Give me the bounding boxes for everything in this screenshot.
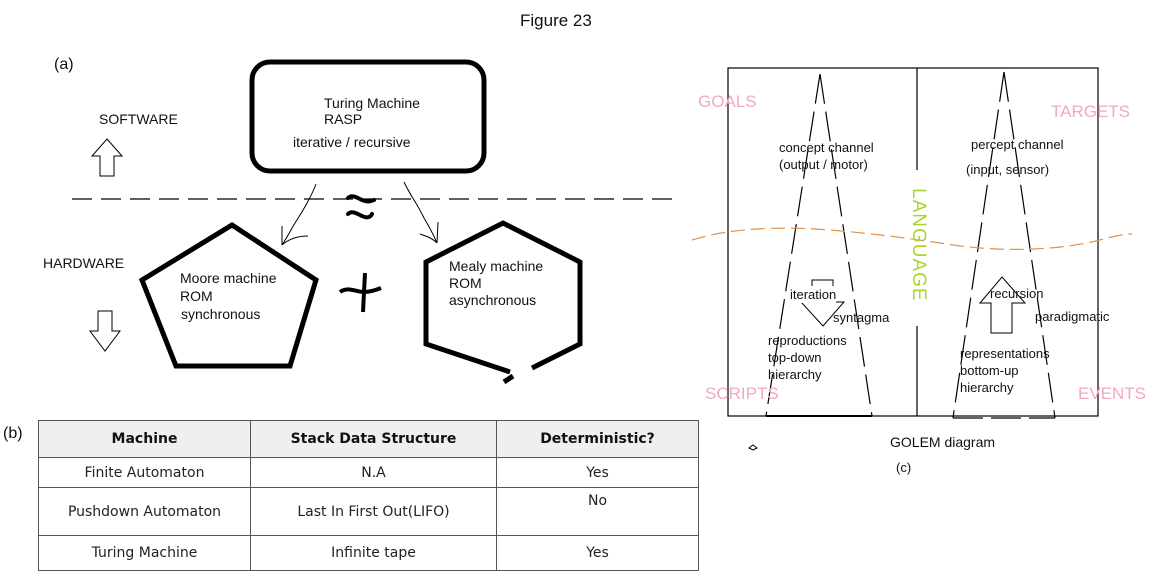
concept-line-2: (output / motor) bbox=[779, 157, 868, 172]
panel-a-label: (a) bbox=[54, 56, 74, 73]
hardware-label: HARDWARE bbox=[43, 255, 125, 271]
moore-machine-pentagon bbox=[138, 222, 319, 369]
golem-frame bbox=[727, 67, 1099, 417]
table-row: Pushdown Automaton Last In First Out(LIF… bbox=[38, 487, 699, 536]
percept-bottom-1: representations bbox=[960, 346, 1050, 361]
percept-channel-cone bbox=[952, 71, 1056, 419]
approx-symbol bbox=[346, 194, 376, 220]
percept-bottom-3: hierarchy bbox=[960, 380, 1014, 395]
mealy-line-1: Mealy machine bbox=[449, 258, 544, 274]
table-cell: N.A bbox=[250, 457, 497, 488]
automata-table: Machine Stack Data Structure Determinist… bbox=[38, 420, 699, 571]
up-arrow-icon bbox=[90, 138, 124, 177]
concept-line-1: concept channel bbox=[779, 140, 874, 155]
table-cell: No bbox=[496, 487, 699, 536]
table-row: Finite Automaton N.A Yes bbox=[38, 457, 699, 488]
column-header: Stack Data Structure bbox=[250, 420, 497, 458]
plus-symbol bbox=[338, 272, 382, 313]
small-mark bbox=[748, 444, 758, 451]
moore-line-2: ROM bbox=[180, 288, 213, 304]
column-header: Deterministic? bbox=[496, 420, 699, 458]
mealy-line-3: asynchronous bbox=[449, 292, 537, 308]
table-cell: Turing Machine bbox=[38, 535, 251, 571]
paradigmatic-label: paradigmatic bbox=[1035, 309, 1110, 324]
arrow-to-moore bbox=[281, 183, 317, 246]
table-cell: Yes bbox=[496, 535, 699, 571]
panel-c-label: (c) bbox=[896, 460, 912, 475]
concept-bottom-1: reproductions bbox=[768, 333, 847, 348]
corner-label-events: EVENTS bbox=[1078, 384, 1147, 403]
table-cell: Infinite tape bbox=[250, 535, 497, 571]
turing-line-2: RASP bbox=[324, 111, 363, 127]
recursion-label: recursion bbox=[990, 286, 1044, 301]
percept-line-1: percept channel bbox=[971, 137, 1064, 152]
percept-bottom-2: bottom-up bbox=[960, 363, 1019, 378]
software-label: SOFTWARE bbox=[99, 111, 178, 127]
turing-line-1: Turing Machine bbox=[324, 95, 420, 111]
table-row: Turing Machine Infinite tape Yes bbox=[38, 535, 699, 571]
mealy-line-2: ROM bbox=[449, 275, 482, 291]
turing-line-3: iterative / recursive bbox=[293, 134, 411, 150]
recursion-up-arrow-icon bbox=[978, 276, 1027, 334]
turing-machine-box bbox=[249, 59, 487, 174]
iteration-label: iteration bbox=[790, 286, 837, 303]
figure-title: Figure 23 bbox=[520, 11, 592, 30]
syntagma-label: syntagma bbox=[833, 310, 890, 325]
language-boundary-curve bbox=[691, 227, 1133, 250]
moore-line-1: Moore machine bbox=[180, 270, 277, 286]
table-header-row: Machine Stack Data Structure Determinist… bbox=[38, 420, 699, 458]
arrow-to-mealy bbox=[403, 181, 439, 244]
golem-caption: GOLEM diagram bbox=[890, 434, 996, 450]
percept-line-2: (input, sensor) bbox=[966, 162, 1050, 177]
column-header: Machine bbox=[38, 420, 251, 458]
mealy-machine-hexagon bbox=[423, 220, 583, 385]
concept-bottom-2: top-down bbox=[768, 350, 822, 365]
corner-label-targets: TARGETS bbox=[1051, 102, 1131, 121]
corner-label-goals: GOALS bbox=[698, 92, 757, 111]
down-arrow-icon bbox=[89, 310, 121, 352]
moore-line-3: synchronous bbox=[181, 306, 261, 322]
table-cell: Last In First Out(LIFO) bbox=[250, 487, 497, 536]
panel-b-label: (b) bbox=[3, 425, 23, 442]
table-cell: Pushdown Automaton bbox=[38, 487, 251, 536]
table-cell: Finite Automaton bbox=[38, 457, 251, 488]
concept-bottom-3: hierarchy bbox=[768, 367, 822, 382]
table-cell: Yes bbox=[496, 457, 699, 488]
corner-label-scripts: SCRIPTS bbox=[705, 384, 779, 403]
language-label: LANGUAGE bbox=[908, 188, 929, 302]
